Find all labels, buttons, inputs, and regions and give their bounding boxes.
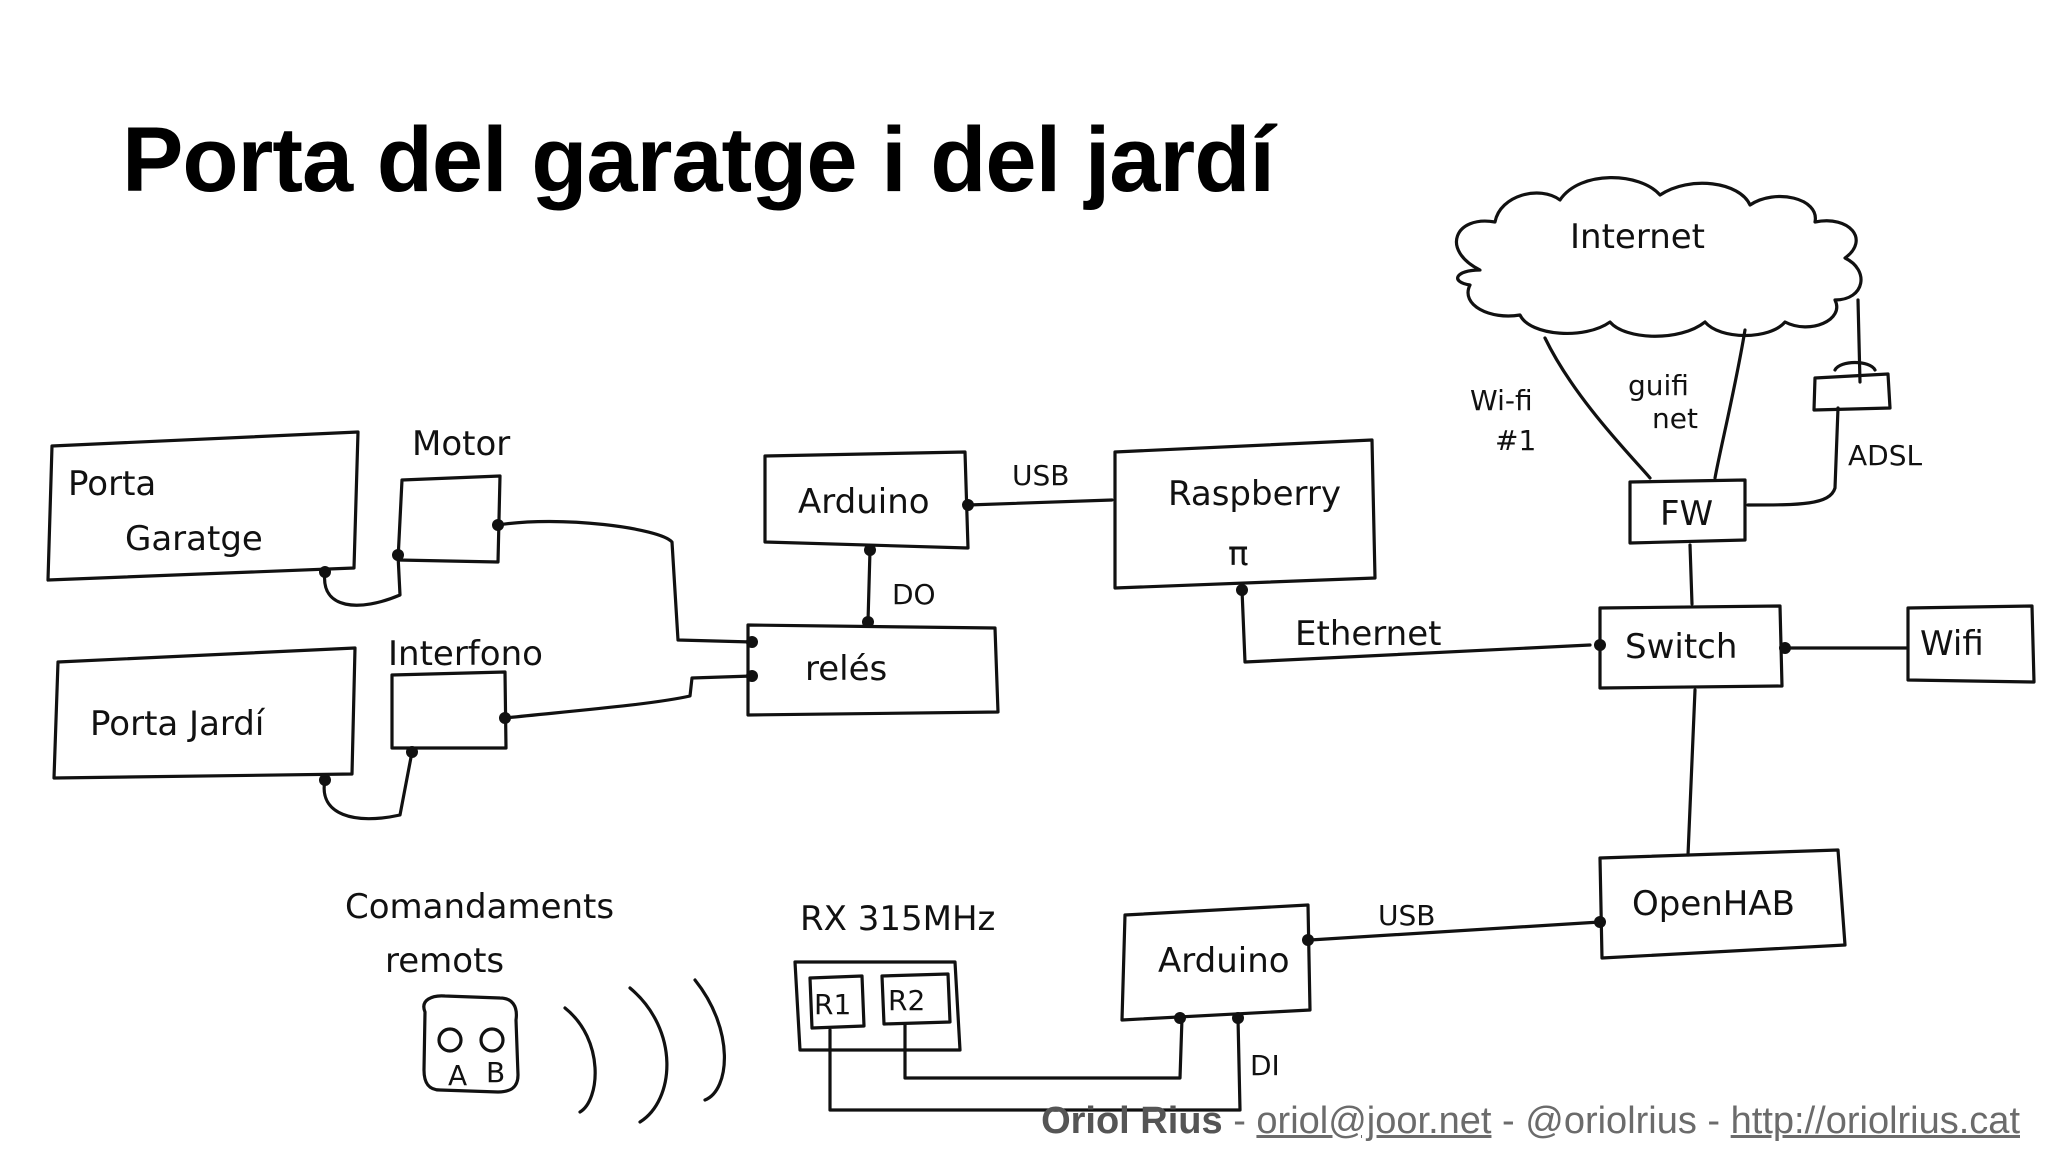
internet-label: Internet (1570, 217, 1705, 257)
radio-wave-2 (628, 986, 669, 1124)
arduino-bottom-box: Arduino (1120, 903, 1312, 1022)
footer-separator: - (1491, 1100, 1526, 1142)
wire-interfono-reles (503, 674, 754, 720)
guifi-label-line1: guifi (1628, 369, 1689, 402)
switch-label: Switch (1625, 627, 1737, 667)
remote-control: Comandaments remots A B (345, 887, 726, 1124)
porta-jardi-label: Porta Jardí (90, 704, 266, 744)
link-labels: USB DO Ethernet Wi-fi #1 guifi net ADSL … (892, 369, 1922, 1082)
fw-box: FW (1628, 478, 1747, 545)
guifi-label-line2: net (1652, 402, 1698, 435)
adsl-modem-icon (1812, 360, 1892, 412)
remote-button-b-icon (479, 1027, 505, 1053)
di-label: DI (1250, 1049, 1280, 1082)
wifi-1-label-line1: Wi-fi (1470, 384, 1533, 417)
wire-garatge-motor (323, 553, 402, 607)
wifi-1-label-line2: #1 (1495, 424, 1536, 457)
r2-label: R2 (888, 984, 925, 1017)
radio-wave-3 (693, 978, 726, 1102)
footer-email-link[interactable]: oriol@joor.net (1256, 1100, 1492, 1142)
wifi-box: Wifi (1906, 604, 2036, 684)
slide-title: Porta del garatge i del jardí (122, 109, 1275, 211)
wire-cloud-modem (1856, 298, 1862, 384)
rx-receiver: RX 315MHz R1 R2 (793, 899, 995, 1052)
wifi-box-label: Wifi (1920, 624, 1984, 664)
switch-box: Switch (1598, 604, 1784, 690)
wire-jardi-interfono (322, 750, 414, 821)
usb-bottom-label: USB (1378, 899, 1435, 932)
ethernet-label: Ethernet (1295, 614, 1441, 654)
openhab-box: OpenHAB (1598, 848, 1847, 960)
fw-label: FW (1660, 494, 1713, 534)
wire-arduino-raspberry-usb (966, 498, 1114, 507)
raspberry-box: Raspberry π (1113, 438, 1377, 590)
do-label: DO (892, 578, 936, 611)
rx-label: RX 315MHz (800, 899, 995, 939)
interfono-box: Interfono (388, 634, 543, 750)
usb-top-label: USB (1012, 459, 1069, 492)
arduino-top-box: Arduino (763, 450, 970, 550)
r1-box (808, 974, 866, 1030)
footer-separator: - (1222, 1100, 1257, 1142)
raspberry-label: Raspberry (1168, 474, 1341, 514)
wire-motor-reles (496, 519, 754, 644)
reles-label: relés (805, 649, 887, 689)
footer-author: Oriol Rius (1041, 1100, 1223, 1142)
wires (322, 298, 1908, 1112)
wire-r2-arduino-di (903, 1016, 1184, 1080)
reles-box: relés (746, 623, 1000, 717)
adsl-label: ADSL (1848, 439, 1922, 472)
motor-box: Motor (396, 424, 510, 564)
internet-cloud: Internet (1454, 176, 1863, 338)
r1-label: R1 (814, 988, 851, 1021)
r2-box (880, 972, 952, 1026)
wire-fw-switch (1688, 543, 1694, 606)
radio-wave-1 (563, 1006, 597, 1114)
raspberry-pi-label: π (1228, 534, 1248, 574)
wire-cloud-fw-guifi (1713, 328, 1747, 480)
wire-raspberry-switch-ethernet (1240, 588, 1592, 664)
wire-modem-fw-adsl (1746, 406, 1840, 507)
remote-button-b-label: B (486, 1056, 505, 1089)
footer-website-link[interactable]: http://oriolrius.cat (1730, 1100, 2020, 1142)
rx-box (793, 960, 962, 1052)
remote-button-a-label: A (448, 1059, 467, 1092)
remotes-label-line2: remots (385, 941, 504, 981)
motor-label: Motor (412, 424, 510, 464)
interfono-label: Interfono (388, 634, 543, 674)
arduino-top-label: Arduino (798, 482, 930, 522)
wire-r1-arduino (828, 1016, 1242, 1112)
arduino-bottom-label: Arduino (1158, 941, 1290, 981)
wire-arduino-reles-do (866, 548, 872, 624)
remote-button-a-icon (437, 1027, 463, 1053)
porta-garatge-label-line2: Garatge (125, 519, 263, 559)
openhab-label: OpenHAB (1632, 884, 1795, 924)
porta-jardi-box: Porta Jardí (52, 646, 357, 780)
connection-dots (319, 499, 1791, 1024)
footer-separator: - (1696, 1100, 1731, 1142)
wire-switch-openhab (1686, 688, 1697, 857)
remote-body (422, 994, 520, 1094)
slide-footer: Oriol Rius - oriol@joor.net - @oriolrius… (1041, 1100, 2020, 1143)
porta-garatge-box: Porta Garatge (46, 430, 360, 582)
wire-arduino-openhab-usb (1308, 920, 1602, 942)
remotes-label-line1: Comandaments (345, 887, 614, 927)
porta-garatge-label-line1: Porta (68, 464, 156, 504)
wire-cloud-fw-wifi (1543, 336, 1652, 480)
footer-handle: @oriolrius (1525, 1100, 1697, 1142)
